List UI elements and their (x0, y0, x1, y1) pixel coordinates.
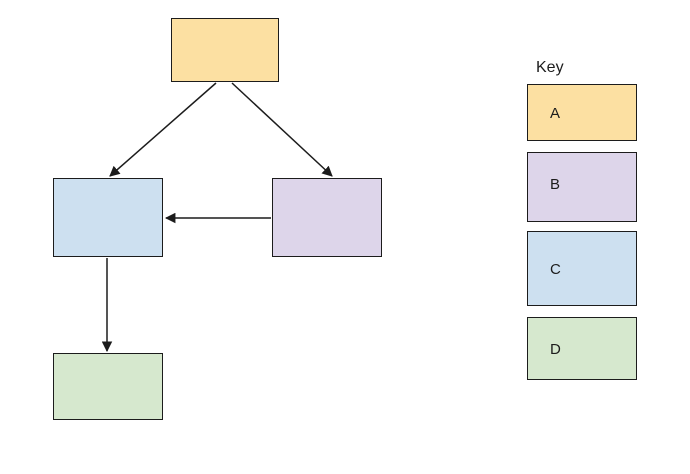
key-swatch-a[interactable] (527, 84, 637, 141)
key-label-a: A (550, 105, 561, 122)
node-left[interactable] (53, 178, 163, 257)
key-swatch-d[interactable] (527, 317, 637, 380)
node-top[interactable] (171, 18, 279, 82)
key-label-d: D (550, 341, 561, 358)
key-title: Key (536, 59, 564, 76)
key-swatch-b[interactable] (527, 152, 637, 222)
node-right[interactable] (272, 178, 382, 257)
key-label-b: B (550, 176, 561, 193)
key-swatch-c[interactable] (527, 231, 637, 306)
edge-top-to-left (109, 82, 217, 177)
node-bottom[interactable] (53, 353, 163, 420)
edge-top-to-right (231, 82, 333, 177)
key-label-c: C (550, 261, 561, 278)
